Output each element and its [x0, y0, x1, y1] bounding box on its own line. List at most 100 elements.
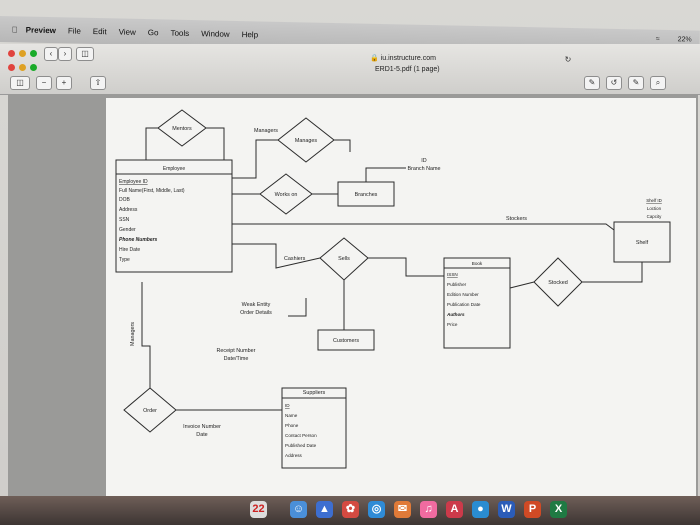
rotate-icon[interactable]: ↺ — [606, 76, 622, 90]
managers-label: Managers — [254, 128, 278, 134]
order-details-label: Order Details — [240, 310, 272, 316]
book-title: Book — [472, 261, 483, 266]
book-entity — [443, 257, 511, 349]
zoom-out-icon[interactable]: − — [36, 76, 52, 90]
powerpoint-icon[interactable]: P — [524, 501, 541, 518]
chrome-icon[interactable]: ● — [472, 501, 489, 518]
receipt-number-label: Receipt Number — [217, 348, 256, 354]
suppliers-title: Suppliers — [303, 390, 326, 396]
excel-icon[interactable]: X — [550, 501, 567, 518]
zoom-window-icon[interactable] — [30, 64, 37, 71]
mentors-relationship — [157, 109, 207, 147]
music-icon[interactable]: ♫ — [420, 501, 437, 518]
employee-attr: Address — [119, 207, 138, 213]
dock: 22 ☺ ▲ ✿ ◎ ✉ ♫ A ● W P X — [0, 496, 700, 525]
minimize-window-icon[interactable] — [19, 64, 26, 71]
cashiers-label: Cashiers — [284, 256, 306, 262]
document-title: ERD1-5.pdf (1 page) — [375, 66, 440, 73]
back-button[interactable]: ‹ — [44, 47, 58, 61]
book-attr: Price — [447, 322, 458, 327]
menu-tools[interactable]: Tools — [164, 27, 189, 38]
supplier-attr: ID — [285, 403, 290, 408]
shelf-title: Shelf — [636, 240, 649, 246]
menu-window[interactable]: Window — [195, 28, 230, 39]
shelf-attr: Capcity — [647, 214, 662, 219]
invoice-date-label: Date — [196, 432, 207, 438]
app-store-icon[interactable]: A — [446, 501, 463, 518]
supplier-attr: Address — [285, 453, 303, 458]
window-toolbar: ‹ › ◫ ◫ − + ⇧ 🔒 iu.instructure.com ERD1-… — [0, 44, 700, 95]
employee-attr: Type — [119, 257, 130, 263]
photos-icon[interactable]: ✿ — [342, 501, 359, 518]
employee-attr: SSN — [119, 217, 130, 223]
suppliers-entity — [281, 387, 347, 469]
order-label: Order — [143, 408, 157, 414]
er-diagram: Mentors Manages Works on Sells Stocked O… — [115, 109, 671, 469]
invoice-number-label: Invoice Number — [183, 424, 221, 430]
sidebar-icon[interactable]: ◫ — [10, 76, 30, 90]
apple-icon[interactable]:  — [12, 25, 18, 34]
works-on-relationship — [259, 173, 313, 215]
annotate-icon[interactable]: ✎ — [628, 76, 644, 90]
managers-side-label: Managers — [130, 322, 136, 346]
markup-icon[interactable]: ✎ — [584, 76, 600, 90]
order-relationship — [123, 387, 177, 433]
battery-level[interactable]: 22% — [677, 36, 692, 44]
pdf-page: Mentors Manages Works on Sells Stocked O… — [106, 98, 696, 504]
document-viewer[interactable]: Mentors Manages Works on Sells Stocked O… — [8, 94, 698, 504]
book-attr: Authors — [446, 312, 465, 317]
book-attr: Publication Date — [447, 302, 481, 307]
forward-button[interactable]: › — [58, 47, 72, 61]
calendar-icon[interactable]: 22 — [250, 501, 267, 518]
url-field[interactable]: 🔒 iu.instructure.com — [370, 55, 436, 62]
menu-file[interactable]: File — [61, 25, 81, 36]
book-attr: Edition Number — [447, 292, 479, 297]
reload-icon[interactable]: ↻ — [564, 55, 572, 64]
employee-title: Employee — [163, 166, 185, 172]
employee-attr: Employee ID — [119, 179, 148, 185]
close-window-icon[interactable] — [8, 64, 15, 71]
menu-go[interactable]: Go — [141, 27, 159, 37]
shelf-attr: Loction — [647, 206, 662, 211]
stocked-relationship — [533, 257, 583, 307]
book-attr: ISSN — [447, 272, 458, 277]
sidebar-icon[interactable]: ◫ — [76, 47, 94, 61]
minimize-window-icon[interactable] — [19, 50, 26, 57]
supplier-attr: Contact Person — [285, 433, 317, 438]
stockers-label: Stockers — [506, 216, 527, 222]
supplier-attr: Phone — [285, 423, 299, 428]
manages-relationship — [277, 117, 335, 163]
status-area: ≈ 22% — [644, 35, 692, 44]
employee-attr: Full Name(First, Middle, Last) — [119, 188, 185, 194]
weak-entity-label: Weak Entity — [242, 302, 271, 308]
document-title-text: ERD1-5.pdf (1 page) — [375, 66, 440, 73]
close-window-icon[interactable] — [8, 50, 15, 57]
launchpad-icon[interactable]: ▲ — [316, 501, 333, 518]
url-text: iu.instructure.com — [380, 55, 436, 62]
zoom-window-icon[interactable] — [30, 50, 37, 57]
finder-icon[interactable]: ☺ — [290, 501, 307, 518]
menu-edit[interactable]: Edit — [86, 26, 107, 36]
supplier-attr: Name — [285, 413, 298, 418]
customers-entity — [317, 329, 375, 351]
employee-attr: DOB — [119, 197, 131, 203]
share-icon[interactable]: ⇧ — [90, 76, 106, 90]
employee-attr: Phone Numbers — [119, 237, 158, 243]
menu-help[interactable]: Help — [235, 29, 259, 39]
menu-app-name[interactable]: Preview — [19, 24, 56, 35]
safari-icon[interactable]: ◎ — [368, 501, 385, 518]
menu-view[interactable]: View — [112, 26, 136, 37]
employee-entity — [115, 159, 233, 273]
zoom-in-icon[interactable]: + — [56, 76, 72, 90]
branches-title: Branches — [355, 192, 378, 198]
word-icon[interactable]: W — [498, 501, 515, 518]
wifi-icon[interactable]: ≈ — [655, 35, 660, 43]
branch-name-attr: Branch Name — [408, 166, 441, 172]
sells-label: Sells — [338, 256, 350, 262]
customers-title: Customers — [333, 338, 359, 344]
mail-icon[interactable]: ✉ — [394, 501, 411, 518]
branch-id-attr: ID — [421, 158, 426, 164]
search-icon[interactable]: ⌕ — [650, 76, 666, 90]
supplier-attr: Published Date — [285, 443, 317, 448]
